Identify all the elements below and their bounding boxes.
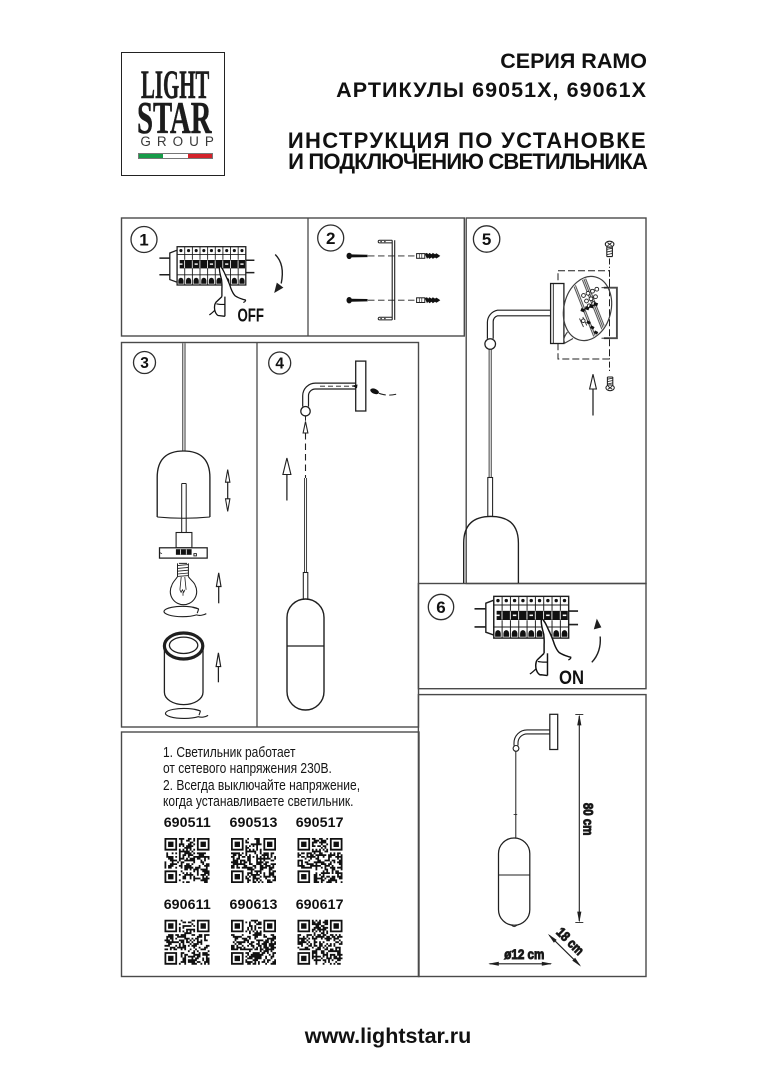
svg-text:80 cm: 80 cm bbox=[581, 803, 596, 836]
svg-text:ø12 cm: ø12 cm bbox=[504, 946, 544, 962]
svg-text:2: 2 bbox=[326, 229, 335, 248]
svg-text:ON: ON bbox=[559, 667, 584, 689]
svg-text:1: 1 bbox=[139, 231, 148, 250]
svg-text:3: 3 bbox=[140, 355, 149, 372]
svg-text:5: 5 bbox=[482, 230, 491, 249]
svg-text:OFF: OFF bbox=[238, 306, 265, 326]
svg-text:18 cm: 18 cm bbox=[553, 925, 587, 959]
svg-text:4: 4 bbox=[275, 356, 284, 373]
svg-text:6: 6 bbox=[436, 598, 445, 617]
